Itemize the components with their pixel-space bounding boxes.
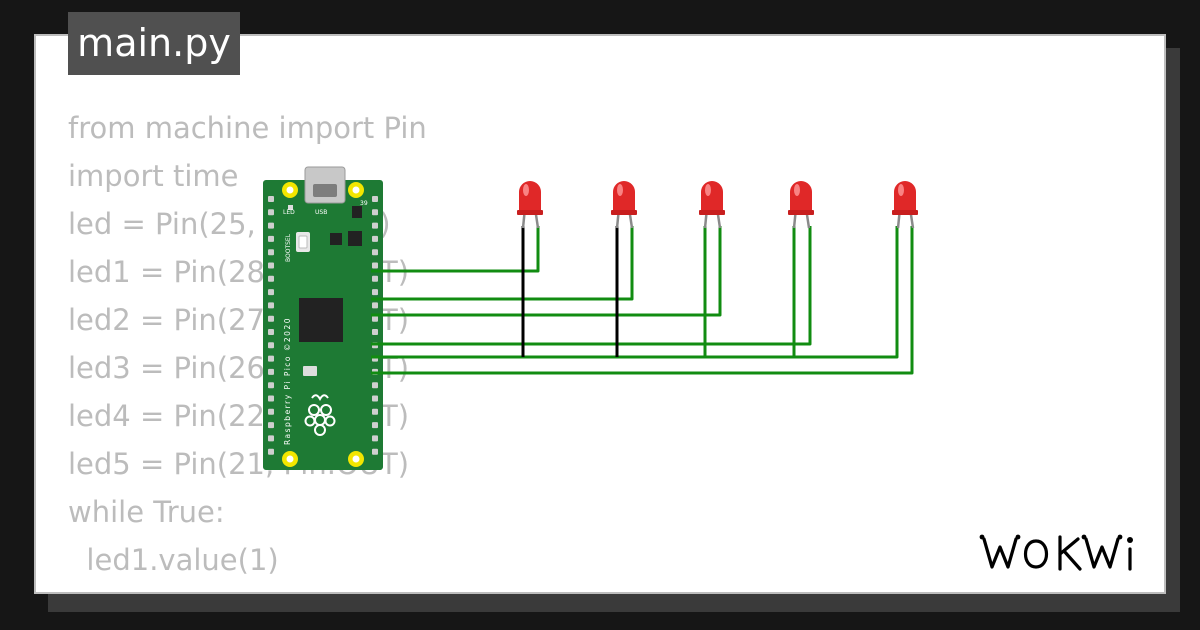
header-pin — [268, 222, 274, 229]
code-line: from machine import Pin — [68, 111, 427, 145]
header-pin — [268, 196, 274, 202]
header-pin — [372, 408, 378, 415]
header-pin — [372, 435, 378, 442]
header-pin — [268, 262, 274, 269]
code-line: led2.value(0) — [68, 584, 427, 592]
red-led[interactable] — [611, 181, 637, 229]
ground-bus — [371, 226, 899, 359]
header-pin — [372, 262, 378, 269]
header-pin — [268, 302, 274, 309]
wokwi-logo-icon — [979, 534, 1133, 571]
silk-bootsel-label: BOOTSEL — [285, 233, 292, 262]
wires — [371, 226, 914, 375]
header-pin — [372, 196, 378, 202]
header-pin — [268, 235, 274, 242]
silk-board-name: Raspberry Pi Pico ©2020 — [283, 317, 292, 445]
header-pin — [268, 395, 274, 402]
raspberry-logo-icon — [304, 394, 336, 436]
header-pin — [372, 329, 378, 335]
header-pin — [372, 382, 378, 389]
right-pin-header — [372, 196, 378, 455]
header-pin — [268, 289, 274, 296]
header-pin — [268, 329, 274, 335]
header-pin — [268, 315, 274, 322]
header-pin — [372, 315, 378, 322]
header-pin — [268, 408, 274, 415]
header-pin — [372, 209, 378, 216]
silk-usb-label: USB — [315, 209, 327, 216]
red-led[interactable] — [699, 181, 725, 229]
header-pin — [372, 422, 378, 429]
header-pin — [268, 368, 274, 375]
signal-wire-3 — [371, 226, 722, 317]
header-pin — [372, 275, 378, 282]
left-pin-header — [268, 196, 274, 455]
signal-wire-5 — [371, 226, 914, 375]
pico-board[interactable]: LED USB 39 BOOTSEL Raspberry Pi Pico ©20… — [263, 166, 383, 470]
header-pin — [268, 422, 274, 429]
signal-wire-4 — [371, 226, 812, 346]
header-pin — [372, 235, 378, 242]
signal-wire-2 — [371, 226, 634, 301]
header-pin — [372, 222, 378, 229]
code-line: while True: — [68, 495, 225, 529]
red-led[interactable] — [788, 181, 814, 229]
header-pin — [372, 395, 378, 402]
signal-wire-1 — [371, 226, 540, 273]
led-group — [517, 181, 918, 229]
header-pin — [372, 249, 378, 256]
header-pin — [268, 209, 274, 216]
file-tab[interactable]: main.py — [68, 12, 240, 75]
red-led[interactable] — [517, 181, 543, 229]
header-pin — [268, 382, 274, 389]
silk-pin-label: 39 — [360, 200, 368, 207]
header-pin — [268, 342, 274, 349]
header-pin — [268, 435, 274, 442]
header-pin — [372, 302, 378, 309]
silk-led-label: LED — [283, 209, 295, 216]
header-pin — [268, 249, 274, 256]
header-pin — [268, 448, 274, 455]
code-line: import time — [68, 159, 239, 193]
code-line: led1.value(1) — [68, 543, 279, 577]
red-led[interactable] — [892, 181, 918, 229]
header-pin — [268, 355, 274, 362]
header-pin — [268, 275, 274, 282]
header-pin — [372, 448, 378, 455]
header-pin — [372, 289, 378, 296]
